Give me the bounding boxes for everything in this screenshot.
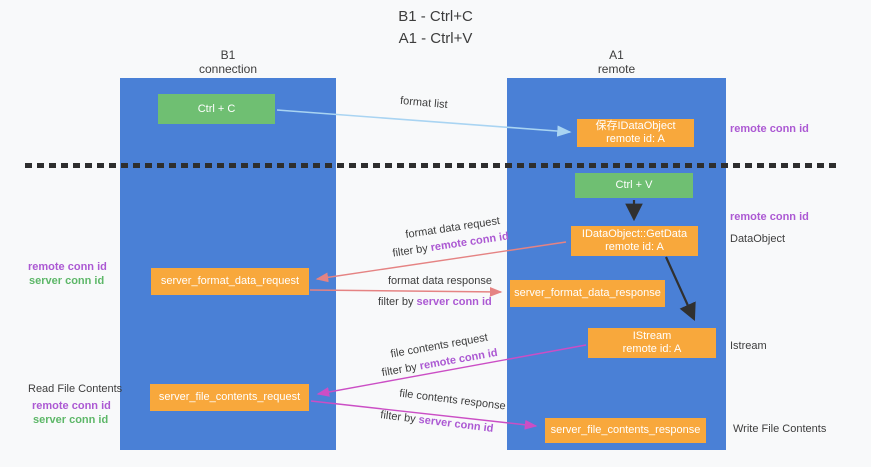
format-list-label: format list xyxy=(399,94,449,112)
remote-conn-id-left: remote conn id xyxy=(28,261,107,273)
getdata-box: IDataObject::GetData remote id: A xyxy=(571,226,698,256)
format-data-response-arrow xyxy=(309,286,503,297)
server-conn-id-left-bottom: server conn id xyxy=(33,414,109,426)
save-dataobject-box: 保存IDataObject remote id: A xyxy=(577,119,694,147)
server-file-contents-response-label: server_file_contents_response xyxy=(550,424,701,436)
server-format-data-response-box: server_format_data_response xyxy=(510,280,665,307)
ctrl-c-label: Ctrl + C xyxy=(197,103,236,115)
istream-line1: IStream xyxy=(632,330,672,342)
server-file-contents-request-box: server_file_contents_request xyxy=(150,384,309,411)
remote-conn-id-right-top: remote conn id xyxy=(730,123,809,135)
title-line-1: B1 - Ctrl+C xyxy=(398,8,473,25)
left-column-header: B1 connection xyxy=(120,48,336,76)
server-format-data-request-box: server_format_data_request xyxy=(151,268,309,295)
title-line-2: A1 - Ctrl+V xyxy=(398,30,473,47)
right-column-header: A1 remote xyxy=(507,48,726,76)
diagram-title: B1 - Ctrl+C A1 - Ctrl+V xyxy=(0,6,871,50)
istream-annotation: Istream xyxy=(730,340,767,352)
server-format-data-request-label: server_format_data_request xyxy=(160,275,300,287)
istream-line2: remote id: A xyxy=(622,343,682,355)
dataobject-annotation: DataObject xyxy=(730,233,786,245)
write-file-contents-annotation: Write File Contents xyxy=(733,423,827,435)
right-column-role: remote xyxy=(597,62,636,76)
remote-conn-id-left-bottom: remote conn id xyxy=(32,400,111,412)
remote-conn-id-right-mid: remote conn id xyxy=(730,211,809,223)
getdata-line2: remote id: A xyxy=(605,241,664,253)
getdata-line1: IDataObject::GetData xyxy=(581,228,688,240)
left-column-name: B1 xyxy=(220,48,236,62)
ctrl-v-label: Ctrl + V xyxy=(615,179,653,191)
file-contents-response-label: file contents response xyxy=(398,387,507,413)
server-conn-id-keyword: server conn id xyxy=(417,413,495,435)
dashed-divider-line xyxy=(25,163,837,168)
filter-prefix: filter by xyxy=(391,242,429,260)
read-file-contents-annotation: Read File Contents xyxy=(28,383,123,395)
format-data-response-label: format data response xyxy=(388,275,492,287)
save-dataobject-line1: 保存IDataObject xyxy=(595,120,676,132)
server-conn-id-keyword: server conn id xyxy=(416,296,492,308)
filter-by-server-label-1: filter by server conn id xyxy=(378,296,492,308)
filter-prefix: filter by xyxy=(379,409,417,426)
save-dataobject-line2: remote id: A xyxy=(606,133,665,145)
filter-prefix: filter by xyxy=(378,296,414,308)
istream-box: IStream remote id: A xyxy=(588,328,716,358)
server-format-data-response-label: server_format_data_response xyxy=(514,287,661,299)
server-file-contents-response-box: server_file_contents_response xyxy=(545,418,706,443)
left-column-role: connection xyxy=(198,62,258,76)
ctrl-v-box: Ctrl + V xyxy=(575,173,693,198)
right-column-name: A1 xyxy=(609,48,624,62)
ctrl-c-box: Ctrl + C xyxy=(158,94,275,124)
server-file-contents-request-label: server_file_contents_request xyxy=(158,391,301,403)
filter-prefix: filter by xyxy=(380,361,418,380)
server-conn-id-left: server conn id xyxy=(29,275,105,287)
filter-by-server-label-2: filter by server conn id xyxy=(380,409,494,435)
